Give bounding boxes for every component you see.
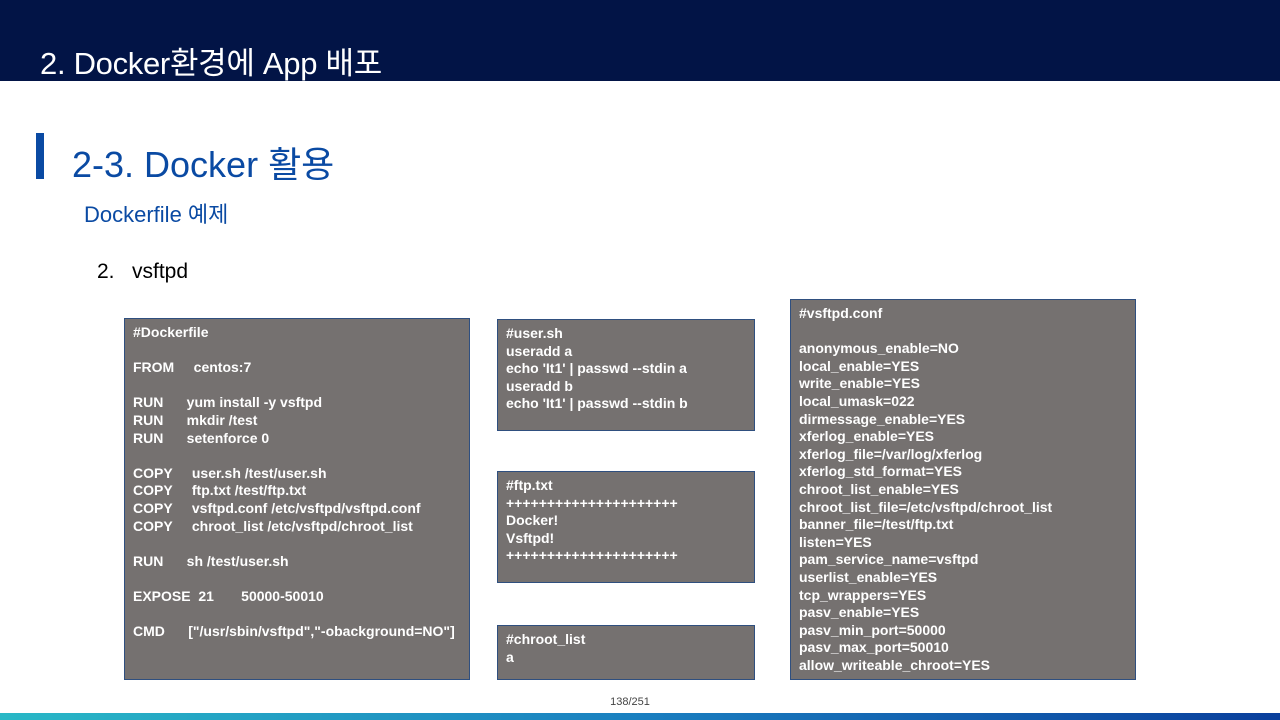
list-item-label: vsftpd: [132, 260, 189, 283]
dockerfile-code-box: #Dockerfile FROM centos:7 RUN yum instal…: [124, 318, 470, 680]
section-title: 2-3. Docker 활용: [72, 144, 335, 185]
chroot-list-code-box: #chroot_list a: [497, 625, 755, 680]
vsftpd-conf-code-box: #vsftpd.conf anonymous_enable=NO local_e…: [790, 299, 1136, 680]
list-item-vsftpd: 2. vsftpd: [97, 260, 188, 284]
ftp-txt-code-box: #ftp.txt +++++++++++++++++++++ Docker! V…: [497, 471, 755, 583]
section-accent-bar: [36, 133, 44, 179]
user-sh-code-box: #user.sh useradd a echo 'It1' | passwd -…: [497, 319, 755, 431]
list-item-number: 2.: [97, 260, 115, 283]
page-number: 138/251: [610, 696, 650, 708]
footer-gradient-bar: [0, 713, 1280, 720]
section-subtitle: Dockerfile 예제: [84, 202, 229, 227]
header-title: 2. Docker환경에 App 배포: [40, 46, 382, 81]
header-bar: [0, 0, 1280, 81]
